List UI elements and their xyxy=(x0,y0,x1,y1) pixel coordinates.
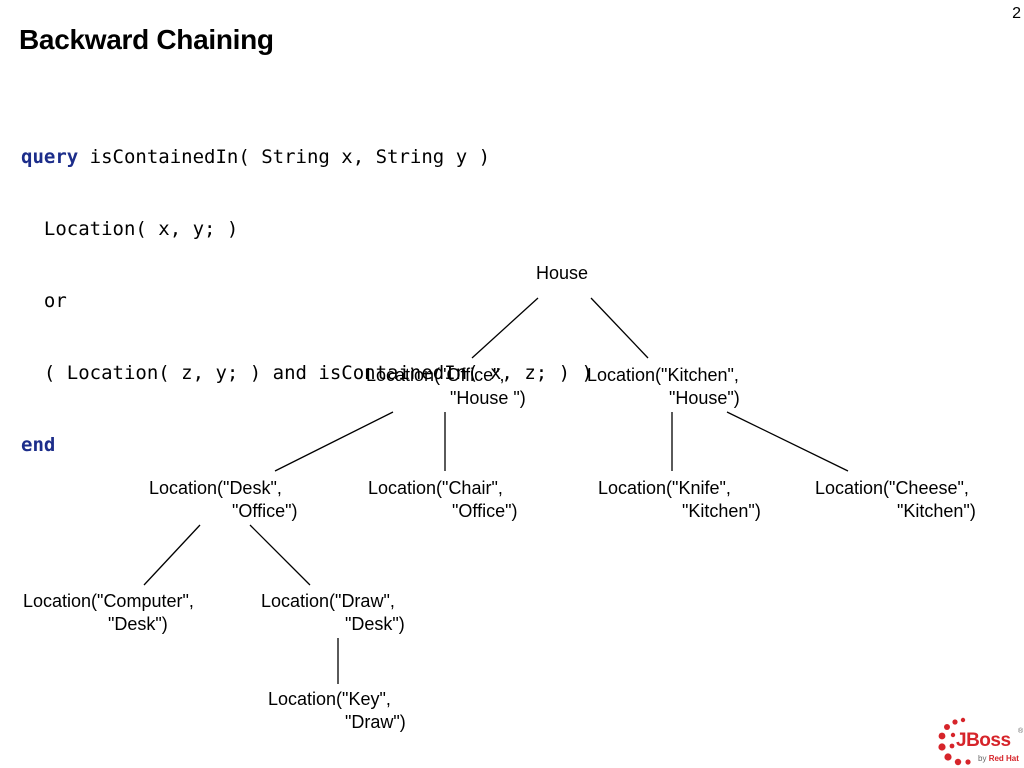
edge-kitchen-cheese xyxy=(726,411,849,472)
edge-desk-computer xyxy=(143,524,201,586)
edge-house-kitchen xyxy=(590,297,649,359)
slide-title: Backward Chaining xyxy=(19,24,274,55)
node-desk-line2: "Office") xyxy=(232,501,298,521)
code-keyword-end: end xyxy=(21,434,56,456)
node-desk-line1: Location("Desk", xyxy=(149,478,282,498)
node-house-label: House xyxy=(536,263,589,283)
code-line-location: Location( x, y; ) xyxy=(21,218,239,240)
red-hat-text: Red Hat xyxy=(988,754,1019,763)
node-knife-line2: "Kitchen") xyxy=(682,501,761,521)
node-kitchen: Location("Kitchen", "House") xyxy=(587,364,740,410)
node-key: Location("Key", "Draw") xyxy=(268,688,406,734)
node-cheese-line2: "Kitchen") xyxy=(897,501,976,521)
registered-mark: ® xyxy=(1018,728,1024,735)
edge-desk-draw xyxy=(249,524,311,586)
code-line-or: or xyxy=(21,290,67,312)
node-office-line1: Location("Office", xyxy=(366,365,505,385)
node-knife-line1: Location("Knife", xyxy=(598,478,731,498)
node-kitchen-line1: Location("Kitchen", xyxy=(587,365,739,385)
node-draw-line2: "Desk") xyxy=(345,614,405,634)
node-computer-line1: Location("Computer", xyxy=(23,591,194,611)
code-line-end: end xyxy=(21,433,593,457)
edge-house-office xyxy=(471,297,539,359)
code-line-recursive: ( Location( z, y; ) and isContainedIn( x… xyxy=(21,362,593,384)
node-computer-line2: "Desk") xyxy=(108,614,168,634)
node-draw-line1: Location("Draw", xyxy=(261,591,395,611)
node-office-line2: "House ") xyxy=(450,388,526,408)
node-knife: Location("Knife", "Kitchen") xyxy=(598,477,761,523)
code-block: query isContainedIn( String x, String y … xyxy=(21,97,593,481)
code-keyword-query: query xyxy=(21,146,79,168)
page-number: 2 xyxy=(1012,5,1021,22)
code-line-query: query isContainedIn( String x, String y … xyxy=(21,145,593,169)
node-kitchen-line2: "House") xyxy=(669,388,740,408)
jboss-brand-text: JBoss xyxy=(956,730,1011,751)
node-desk: Location("Desk", "Office") xyxy=(149,477,297,523)
node-chair-line2: "Office") xyxy=(452,501,518,521)
node-cheese-line1: Location("Cheese", xyxy=(815,478,969,498)
node-cheese: Location("Cheese", "Kitchen") xyxy=(815,477,976,523)
edge-office-desk xyxy=(274,411,394,472)
node-key-line1: Location("Key", xyxy=(268,689,391,709)
node-draw: Location("Draw", "Desk") xyxy=(261,590,405,636)
node-house: House xyxy=(536,262,588,285)
jboss-dots-icon xyxy=(938,717,971,766)
node-computer: Location("Computer", "Desk") xyxy=(23,590,194,636)
by-red-hat: by Red Hat xyxy=(978,754,1019,763)
jboss-logo: JBoss ® by Red Hat xyxy=(936,716,1024,768)
node-office: Location("Office", "House ") xyxy=(366,364,526,410)
node-chair: Location("Chair", "Office") xyxy=(368,477,517,523)
code-query-signature: isContainedIn( String x, String y ) xyxy=(78,146,491,168)
node-chair-line1: Location("Chair", xyxy=(368,478,503,498)
by-text: by xyxy=(978,754,987,763)
node-key-line2: "Draw") xyxy=(345,712,406,732)
